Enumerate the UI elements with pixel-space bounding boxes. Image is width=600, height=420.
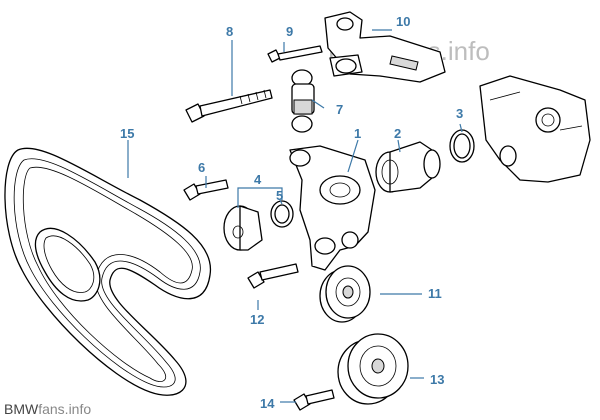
callout-6: 6 <box>198 160 205 175</box>
callout-10: 10 <box>396 14 410 29</box>
idler-pulley-part <box>319 265 371 323</box>
callout-4: 4 <box>254 172 262 187</box>
callout-9: 9 <box>286 24 293 39</box>
bolt-6-part <box>183 179 229 201</box>
o-ring-part <box>270 200 294 228</box>
bolt-8-part <box>185 89 273 123</box>
leader-1 <box>347 139 359 173</box>
seal-ring-part <box>449 129 475 163</box>
callout-3: 3 <box>456 106 463 121</box>
bolt-14-part <box>293 389 335 411</box>
callout-2: 2 <box>394 126 401 141</box>
belt-part <box>4 147 212 396</box>
leader-3 <box>459 123 463 133</box>
callout-8: 8 <box>226 24 233 39</box>
leader-5 <box>279 199 283 205</box>
callout-11: 11 <box>428 286 442 301</box>
callout-1: 1 <box>354 126 361 141</box>
damper-part <box>291 69 315 133</box>
sleeve-part <box>375 141 441 193</box>
leader-4 <box>237 187 283 208</box>
callout-15: 15 <box>120 126 134 141</box>
leader-7 <box>311 99 325 109</box>
callout-13: 13 <box>430 372 444 387</box>
bolt-12-part <box>247 263 299 289</box>
callout-5: 5 <box>276 188 283 203</box>
bolt-9-part <box>267 45 323 63</box>
spacer-part <box>223 205 263 251</box>
brand-logo-text: BMWfans.info <box>4 401 91 417</box>
main-pulley-part <box>337 333 409 405</box>
tensioner-arm-part <box>289 145 376 271</box>
callout-14: 14 <box>260 396 275 411</box>
leader-2 <box>397 139 401 153</box>
callout-12: 12 <box>250 312 264 327</box>
housing-part <box>479 75 591 183</box>
callout-7: 7 <box>336 102 343 117</box>
bracket-part <box>324 11 446 83</box>
